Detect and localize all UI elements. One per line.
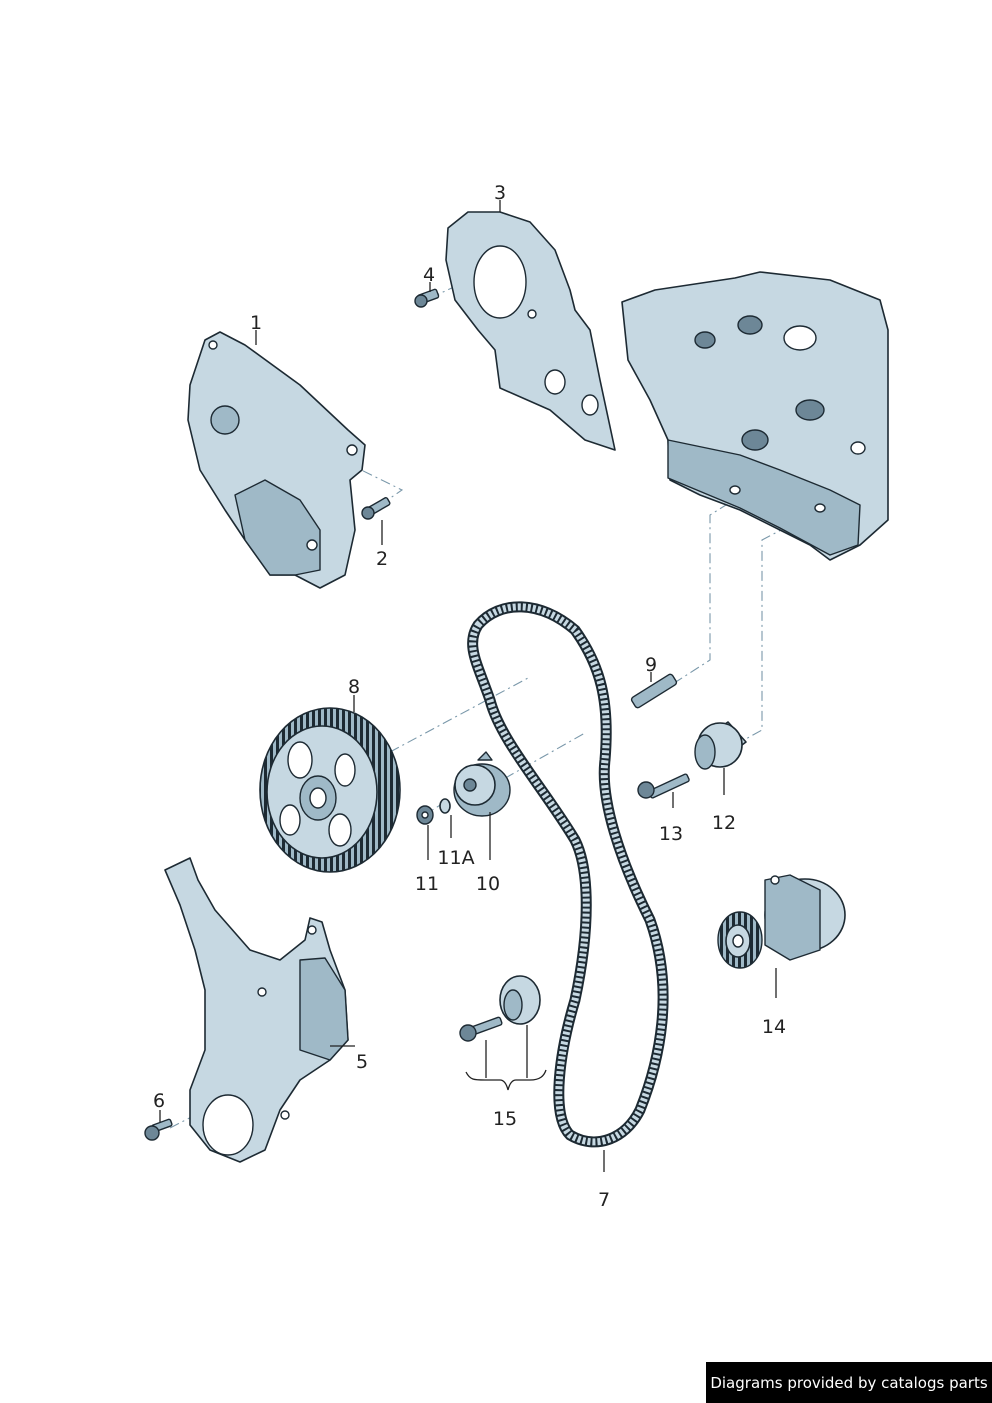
callout-12: 12 xyxy=(712,812,736,834)
callout-labels: 1 2 3 4 5 6 7 8 9 10 11 11A 12 13 14 15 xyxy=(153,182,786,1211)
callout-8: 8 xyxy=(348,676,360,698)
callout-11: 11 xyxy=(415,873,439,895)
callout-15: 15 xyxy=(493,1108,517,1130)
upper-timing-cover xyxy=(187,331,366,589)
idler-kit-15 xyxy=(459,975,541,1042)
idler-roller-12 xyxy=(694,721,747,770)
callout-2: 2 xyxy=(376,548,388,570)
callout-14: 14 xyxy=(762,1016,786,1038)
callout-11a: 11A xyxy=(437,847,474,869)
callout-4: 4 xyxy=(423,264,435,286)
bolt-13 xyxy=(637,773,690,799)
callout-7: 7 xyxy=(598,1189,610,1211)
callout-1: 1 xyxy=(250,312,262,334)
stud-bolt-9 xyxy=(630,673,678,709)
timing-belt xyxy=(467,601,669,1148)
cylinder-head xyxy=(621,271,889,561)
callout-5: 5 xyxy=(356,1051,368,1073)
callout-6: 6 xyxy=(153,1090,165,1112)
nut-11 xyxy=(416,805,434,825)
washer-11a xyxy=(439,798,451,814)
camshaft-sprocket xyxy=(259,707,401,873)
water-pump xyxy=(717,874,846,969)
bolt-2 xyxy=(361,497,391,520)
callout-10: 10 xyxy=(476,873,500,895)
leader-lines xyxy=(159,200,777,1172)
callout-9: 9 xyxy=(645,654,657,676)
callout-3: 3 xyxy=(494,182,506,204)
bolt-4 xyxy=(414,288,440,308)
bolt-6 xyxy=(144,1118,173,1141)
tensioner-10 xyxy=(453,751,511,817)
callout-13: 13 xyxy=(659,823,683,845)
watermark-banner: Diagrams provided by catalogs parts xyxy=(706,1362,992,1403)
lower-timing-cover xyxy=(164,857,349,1163)
rear-timing-cover xyxy=(445,211,616,451)
